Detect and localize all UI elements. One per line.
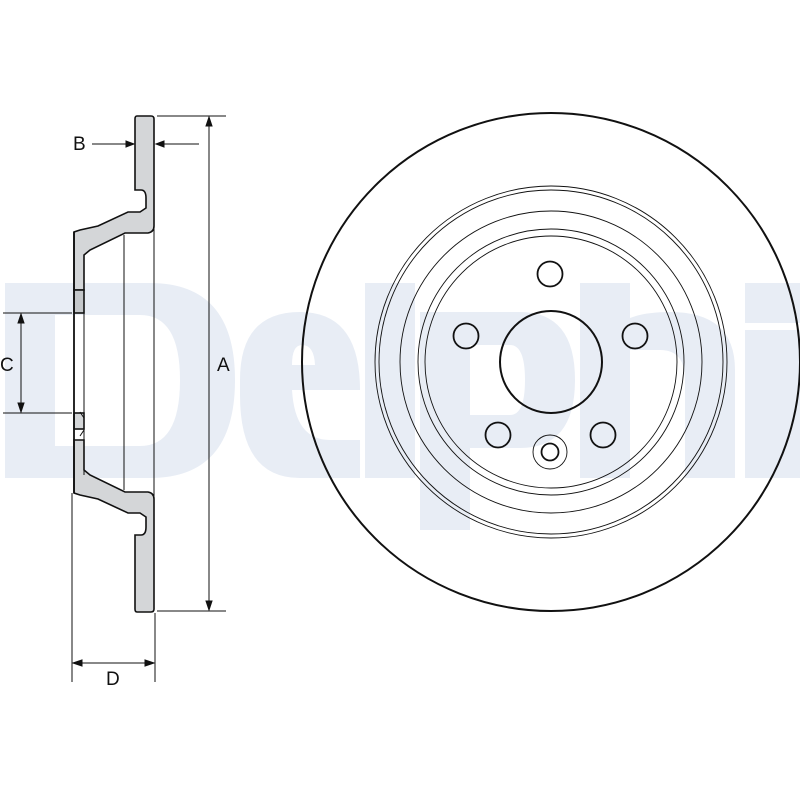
hat-ring-3 <box>424 235 678 489</box>
delphi-watermark <box>5 283 800 530</box>
dimension-c <box>3 312 72 414</box>
hat-ring-2 <box>417 228 685 496</box>
bolt-hole-2 <box>452 322 480 350</box>
label-b: B <box>73 134 86 155</box>
bolt-hole-4 <box>484 421 512 449</box>
bolt-hole-1 <box>536 260 564 288</box>
dimension-d <box>71 493 156 682</box>
label-d: D <box>106 669 120 690</box>
friction-ring-inner-2 <box>378 189 724 535</box>
bolt-hole-5 <box>589 421 617 449</box>
locating-hole <box>540 442 560 462</box>
dimension-b <box>92 140 199 148</box>
label-a: A <box>217 355 230 376</box>
friction-ring-inner-1 <box>374 185 728 539</box>
locating-hole-outer <box>532 434 568 470</box>
dimension-a <box>157 115 226 612</box>
label-c: C <box>0 355 14 376</box>
center-bore <box>499 310 603 414</box>
hat-outer-ring <box>399 210 703 514</box>
bolt-hole-3 <box>621 322 649 350</box>
disc-outer-edge <box>301 112 800 612</box>
